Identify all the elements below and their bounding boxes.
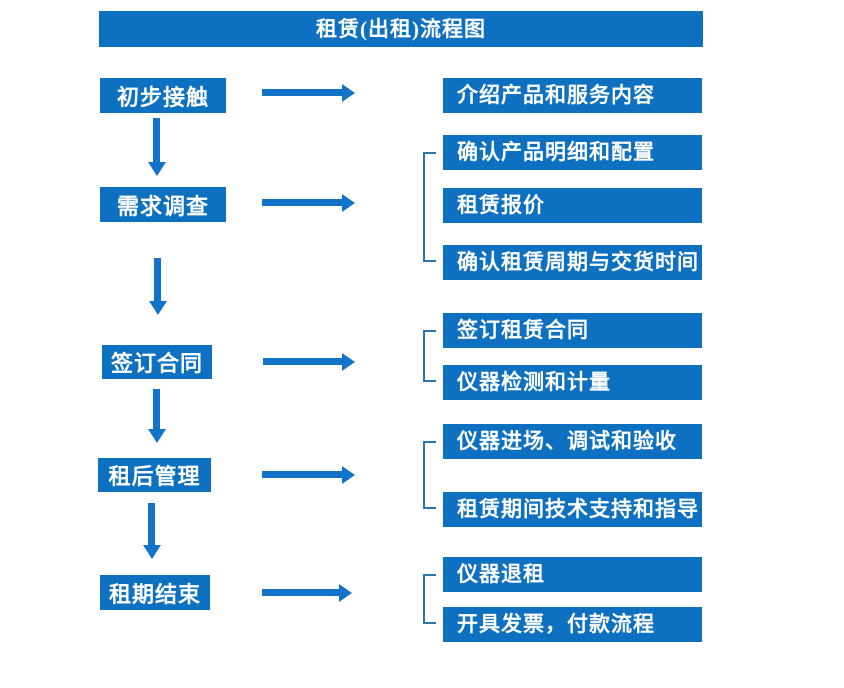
step-box-demand-survey: 需求调查 [100, 187, 226, 222]
detail-box-instrument-testing: 仪器检测和计量 [443, 365, 702, 400]
arrow-shaft [262, 199, 343, 206]
arrow-down-icon [149, 258, 167, 315]
arrow-head [149, 301, 167, 315]
detail-box-introduce-products: 介绍产品和服务内容 [443, 78, 702, 113]
arrow-head [148, 162, 166, 176]
bracket-connector-sign-contract [423, 330, 436, 382]
arrow-shaft [154, 258, 161, 302]
arrow-down-icon [148, 118, 166, 176]
arrow-shaft [153, 118, 160, 163]
step-box-initial-contact: 初步接触 [100, 78, 226, 113]
detail-box-instrument-arrival: 仪器进场、调试和验收 [443, 424, 702, 459]
flowchart-title: 租赁(出租)流程图 [99, 11, 703, 47]
step-box-rental-end: 租期结束 [100, 575, 210, 610]
bracket-connector-rental-end [423, 574, 436, 624]
detail-box-technical-support: 租赁期间技术支持和指导 [443, 492, 702, 527]
arrow-down-icon [143, 503, 161, 559]
arrow-head [148, 429, 166, 443]
arrow-head [342, 466, 355, 484]
arrow-head [342, 353, 355, 371]
arrow-right-icon [262, 194, 355, 212]
arrow-head [342, 84, 355, 102]
arrow-down-icon [148, 389, 166, 443]
detail-box-rental-quotation: 租赁报价 [443, 188, 702, 223]
arrow-shaft [263, 358, 343, 365]
step-box-sign-contract: 签订合同 [102, 345, 212, 379]
arrow-shaft [153, 389, 160, 430]
arrow-shaft [262, 89, 343, 96]
arrow-right-icon [262, 584, 352, 602]
arrow-right-icon [262, 466, 355, 484]
arrow-head [143, 545, 161, 559]
detail-box-confirm-product-config: 确认产品明细和配置 [443, 135, 702, 170]
bracket-connector-post-rental [423, 441, 436, 509]
arrow-right-icon [262, 84, 355, 102]
step-box-post-rental-management: 租后管理 [98, 458, 211, 492]
detail-box-sign-rental-contract: 签订租赁合同 [443, 313, 702, 348]
detail-box-invoice-payment: 开具发票，付款流程 [443, 607, 702, 642]
arrow-head [342, 194, 355, 212]
detail-box-confirm-cycle-delivery: 确认租赁周期与交货时间 [443, 245, 702, 280]
arrow-right-icon [263, 353, 355, 371]
arrow-shaft [262, 589, 340, 596]
arrow-shaft [262, 471, 343, 478]
arrow-head [339, 584, 352, 602]
detail-box-instrument-return: 仪器退租 [443, 557, 702, 592]
arrow-shaft [148, 503, 155, 546]
bracket-connector-demand-survey [423, 152, 436, 262]
